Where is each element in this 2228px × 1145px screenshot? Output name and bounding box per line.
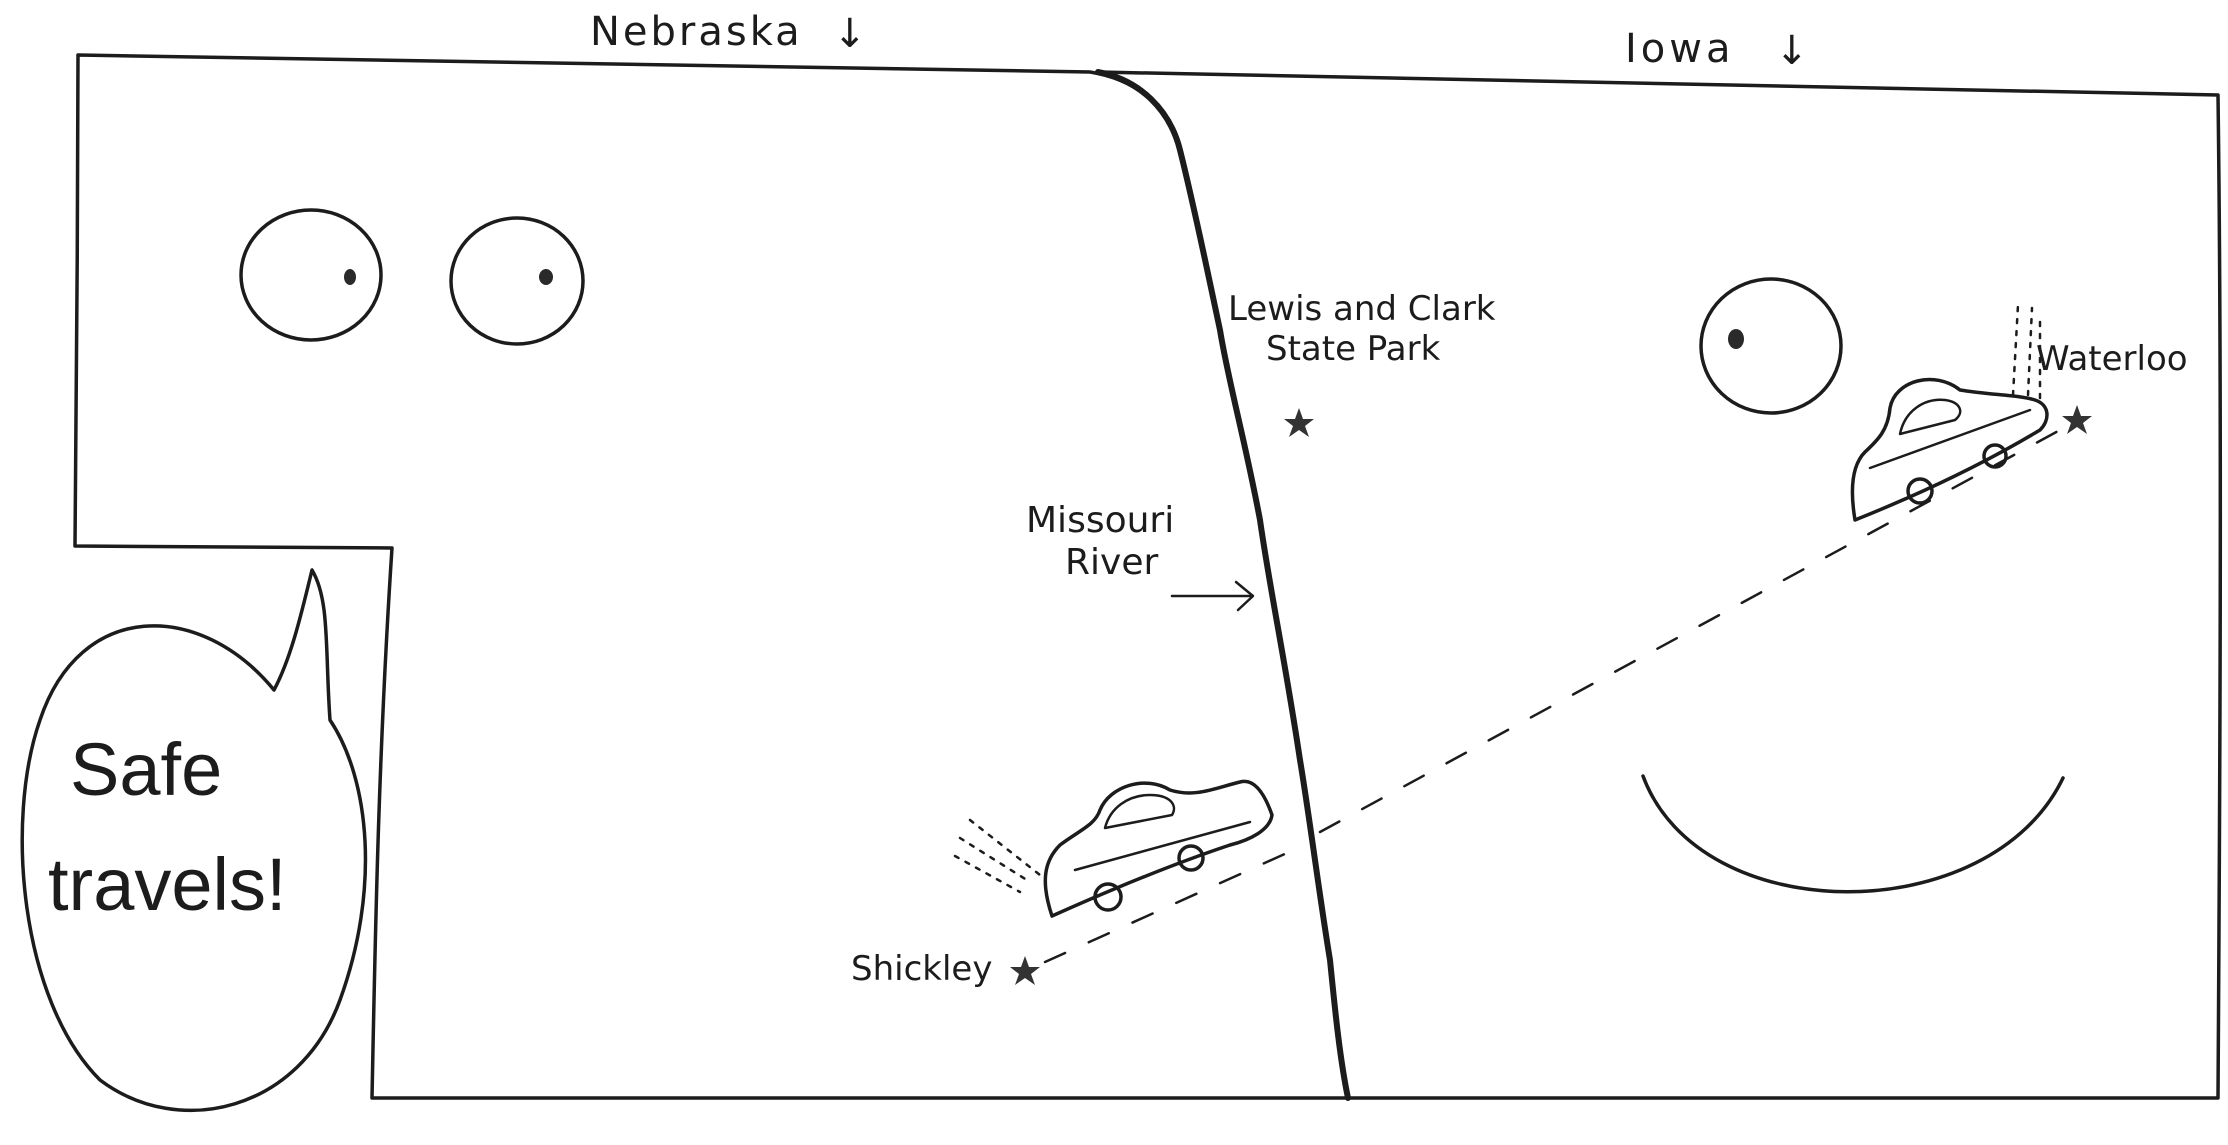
- car-icon-nebraska: [953, 779, 1274, 918]
- iowa-arrow-icon: ↓: [1775, 28, 1809, 74]
- shickley-star-icon: [1010, 956, 1040, 985]
- waterloo-label: Waterloo: [2036, 339, 2188, 379]
- speech-bubble-line1: Safe: [70, 728, 222, 811]
- car-icon-iowa: [1850, 303, 2049, 522]
- shickley-label: Shickley: [851, 949, 992, 989]
- state-label-nebraska: Nebraska: [590, 9, 803, 55]
- iowa-eye-icon: [1699, 277, 1843, 415]
- waterloo-star-icon: [2062, 405, 2092, 434]
- nebraska-left-eye-icon: [239, 208, 383, 342]
- iowa-outline: [1096, 70, 2223, 1100]
- river-pointer-arrow-icon: [1170, 580, 1255, 612]
- state-label-iowa: Iowa: [1625, 26, 1735, 72]
- nebraska-right-eye-icon: [449, 216, 585, 346]
- iowa-smile-icon: [1641, 774, 2065, 894]
- lewis-clark-label-line2: State Park: [1266, 329, 1441, 369]
- missouri-river-line: [1095, 69, 1351, 1101]
- speech-bubble-line2: travels!: [48, 843, 287, 926]
- missouri-river-label: Missouri: [1026, 500, 1174, 541]
- lewis-clark-label: Lewis and Clark: [1228, 289, 1496, 329]
- missouri-river-label-line2: River: [1065, 542, 1158, 583]
- travel-route-line: [1043, 428, 2062, 964]
- speech-bubble: [20, 568, 368, 1112]
- lewis-clark-star-icon: [1284, 408, 1314, 437]
- nebraska-arrow-icon: ↓: [833, 11, 867, 57]
